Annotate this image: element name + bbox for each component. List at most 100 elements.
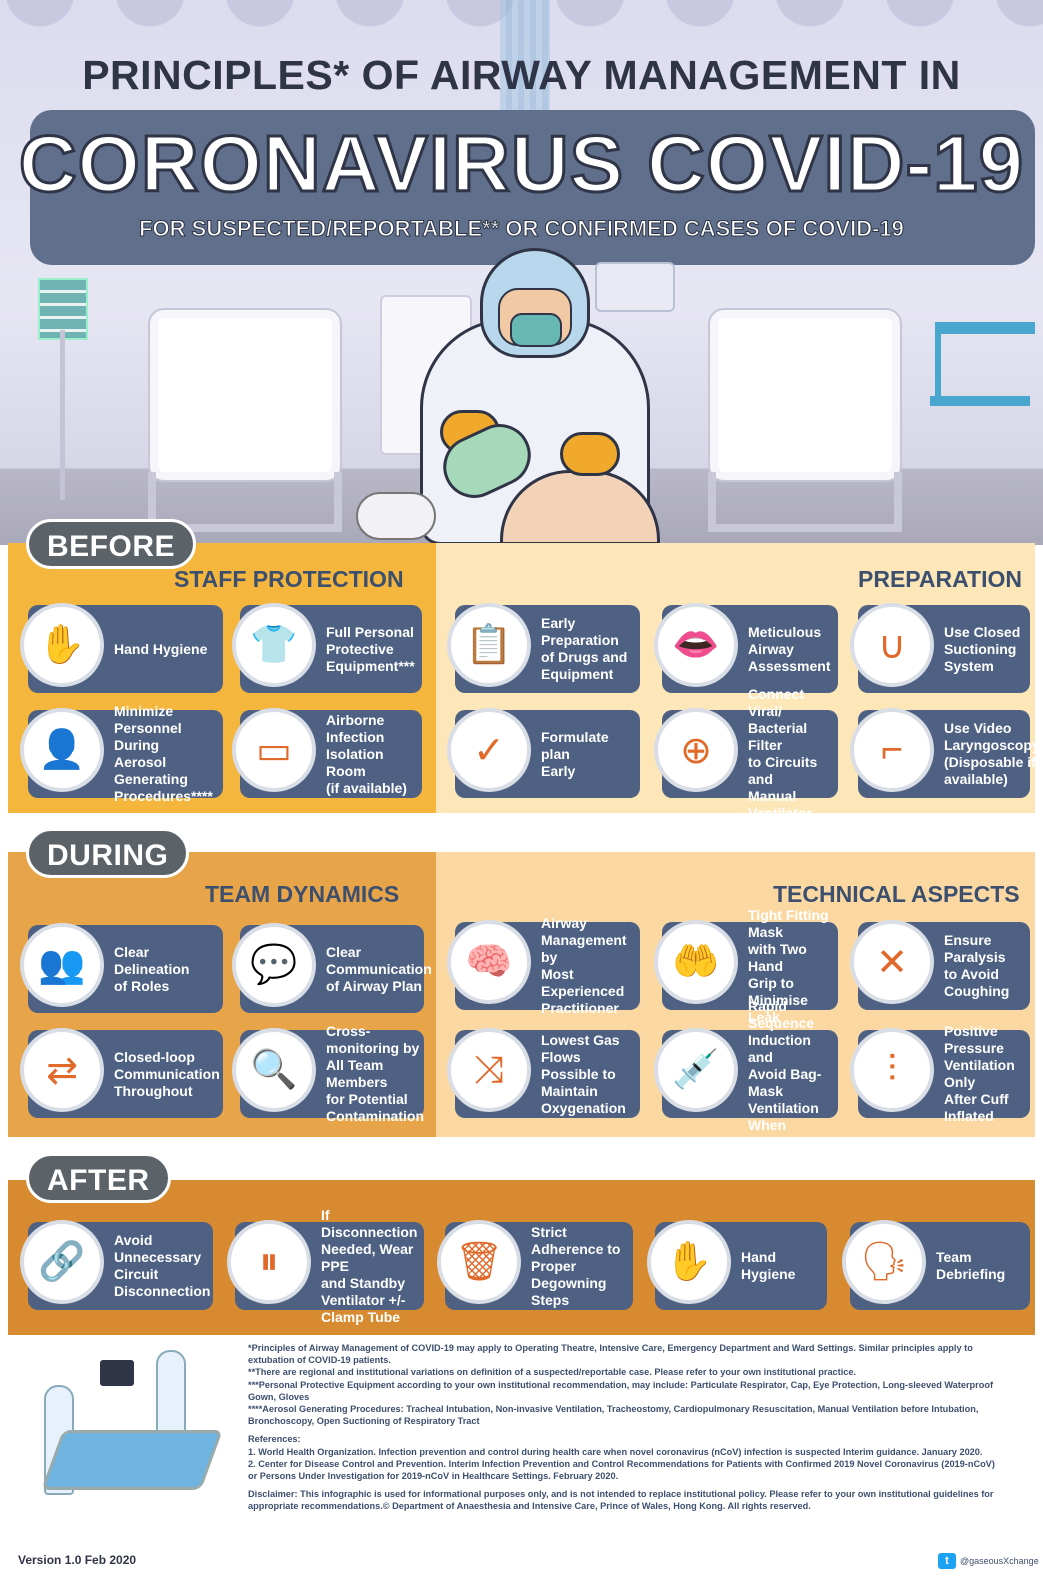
iv-pole <box>60 330 65 500</box>
title-panel <box>30 110 1035 265</box>
footnotes: *Principles of Airway Management of COVI… <box>248 1342 998 1513</box>
ventilator-clamp-icon: ⏸ <box>227 1220 311 1304</box>
card-label-line: When Possible <box>748 1116 806 1150</box>
filter-icon: ⊕ <box>654 708 738 792</box>
card-label-line: If Disconnection <box>321 1206 418 1240</box>
card-label-line: Minimize <box>114 703 174 719</box>
title-line-1: PRINCIPLES* OF AIRWAY MANAGEMENT IN <box>82 52 961 98</box>
card-label-line: Ventilation <box>748 1099 819 1116</box>
card-label-line: Isolation Room <box>326 745 384 779</box>
card-label-line: Early Preparation <box>541 615 619 648</box>
card-label-line: Positive Pressure <box>944 1023 1004 1056</box>
footer-monitor <box>100 1360 134 1386</box>
footer-bed <box>41 1430 223 1490</box>
footnote-3: ***Personal Protective Equipment accordi… <box>248 1379 994 1402</box>
card-label-line: Team Debriefing <box>936 1249 1006 1282</box>
references-title: References: <box>248 1434 301 1445</box>
glove-right <box>560 432 620 476</box>
card-label-line: Clamp Tube <box>321 1308 401 1325</box>
card-label-line: Circuit <box>114 1266 159 1282</box>
twitter-handle-text: @gaseousXchange <box>960 1556 1039 1566</box>
personnel-icon: 👤 <box>20 708 104 792</box>
card-label-line: Rapid Sequence <box>748 997 815 1031</box>
card-label-line: Throughout <box>114 1082 193 1099</box>
card-label-line: Formulate plan <box>541 728 609 762</box>
cuff-tube-icon: ⫶ <box>850 1028 934 1112</box>
card-label-line: Laryngoscopy <box>944 737 1040 753</box>
card-label-line: Meticulous <box>748 623 822 640</box>
card-label-line: Proper Degowning <box>531 1257 607 1291</box>
card-label-line: to Avoid <box>944 966 999 982</box>
hospital-bed-right <box>708 310 902 532</box>
card-label-line: Most Experienced <box>541 966 625 999</box>
card-label-line: Contamination <box>326 1108 424 1124</box>
isolation-room-icon: ▭ <box>232 708 316 792</box>
card-label-line: Inflated <box>944 1108 994 1124</box>
closed-loop-icon: ⇄ <box>20 1028 104 1112</box>
card-label-line: Bacterial Filter <box>748 720 808 753</box>
disclaimer: Disclaimer: This infographic is used for… <box>248 1489 994 1512</box>
card-label-line: for Potential <box>326 1091 408 1107</box>
card-label-line: Leak <box>748 1008 780 1025</box>
card-label-line: Communication <box>326 960 432 977</box>
mouth-icon: 👄 <box>654 603 738 687</box>
card-label-line: Maintain <box>541 1082 598 1099</box>
card-label-line: Grip to Minimise <box>748 974 808 1008</box>
card-label-line: Clear <box>326 943 362 960</box>
card-label-line: Induction and <box>748 1031 811 1065</box>
card-label-line: Protective <box>326 640 394 657</box>
card-label-line: Airway <box>748 640 794 657</box>
team-debriefing-icon: 🗣 <box>842 1220 926 1304</box>
card-label-line: All Team Members <box>326 1057 388 1090</box>
card-label-line: Oxygenation <box>541 1099 626 1116</box>
footnote-2: **There are regional and institutional v… <box>248 1367 857 1378</box>
card-label-line: Tight Fitting Mask <box>748 906 829 940</box>
gas-flow-icon: ⤨ <box>447 1028 531 1112</box>
card-label-line: Early <box>541 762 576 779</box>
card-label-line: Ensure Paralysis <box>944 932 1006 965</box>
card-label-line: Airway <box>541 915 587 931</box>
card-label-line: of Drugs and <box>541 649 628 665</box>
card-label-line: Coughing <box>944 983 1010 999</box>
chain-link-icon: 🔗 <box>20 1220 104 1304</box>
title-line-2: CORONAVIRUS COVID-19 <box>17 118 1025 210</box>
footnote-4: ****Aerosol Generating Procedures: Trach… <box>248 1404 979 1427</box>
reference-2: 2. Center for Disease Control and Preven… <box>248 1458 995 1482</box>
card-label-line: Avoid Unnecessary <box>114 1232 202 1265</box>
suction-icon: ∪ <box>850 603 934 687</box>
syringe-icon: 💉 <box>654 1028 738 1112</box>
card-label-line: Suctioning <box>944 640 1017 657</box>
twitter-handle[interactable]: t @gaseousXchange <box>938 1553 1039 1569</box>
card-label-line: Steps <box>531 1291 570 1308</box>
card-label-line: Equipment <box>541 666 614 682</box>
hospital-bed-left <box>148 310 342 532</box>
card-label-line: Hand Hygiene <box>114 640 208 657</box>
chair-seat <box>930 396 1030 406</box>
card-label-line: Clear Delineation <box>114 943 190 977</box>
info-card: ✋Hand Hygiene <box>647 1220 827 1310</box>
card-label-line: available) <box>944 771 1008 787</box>
card-label-line: Lowest Gas Flows <box>541 1031 620 1065</box>
laryngoscope-icon: ⌐ <box>850 708 934 792</box>
card-label-line: Assessment <box>748 657 831 674</box>
